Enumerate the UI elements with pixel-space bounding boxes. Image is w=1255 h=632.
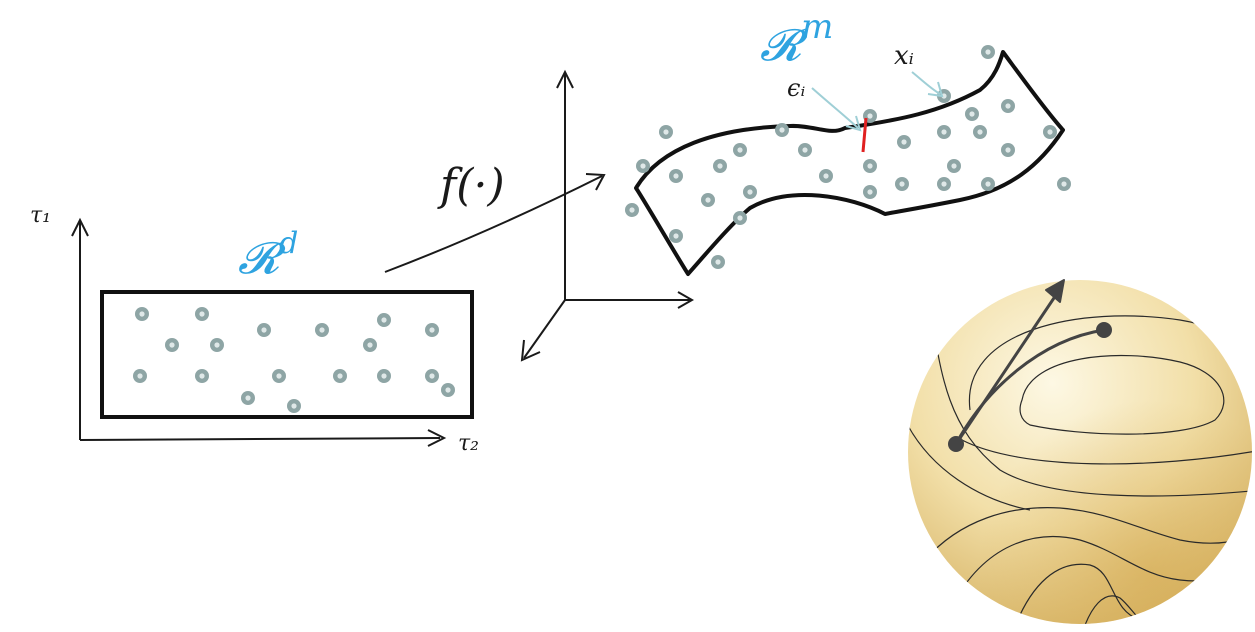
latent-points	[133, 307, 455, 413]
latent-point-center	[445, 387, 451, 393]
manifold-point-center	[705, 197, 711, 203]
manifold-point-center	[663, 129, 669, 135]
manifold-point-center	[802, 147, 808, 153]
manifold-point-center	[985, 181, 991, 187]
manifold-point-center	[941, 181, 947, 187]
manifold-surface	[634, 50, 1065, 276]
manifold-point-center	[717, 163, 723, 169]
manifold-point-center	[899, 181, 905, 187]
sphere-point-end	[1096, 322, 1112, 338]
ambient-space-label: 𝓡m	[760, 7, 833, 71]
axis-label-tau2: τ₂	[458, 431, 479, 456]
manifold-point-center	[867, 113, 873, 119]
manifold-point-center	[867, 189, 873, 195]
manifold-point-center	[673, 233, 679, 239]
tangent-vector	[954, 291, 1060, 445]
manifold-point-center	[977, 129, 983, 135]
mapping-label: f(·)	[437, 160, 505, 211]
manifold-point-center	[1061, 181, 1067, 187]
latent-space-label: 𝓡d	[238, 226, 298, 284]
manifold-points	[625, 45, 1071, 269]
noise-pointer	[811, 87, 859, 129]
manifold-point-center	[779, 127, 785, 133]
latent-point-center	[319, 327, 325, 333]
latent-domain-box	[100, 290, 474, 419]
sphere	[908, 279, 1252, 624]
sphere-point-start	[948, 436, 964, 452]
latent-point-center	[381, 373, 387, 379]
latent-point-center	[276, 373, 282, 379]
latent-point-center	[337, 373, 343, 379]
manifold-point-center	[640, 163, 646, 169]
manifold-point-center	[941, 93, 947, 99]
latent-axes	[71, 217, 447, 447]
latent-point-center	[429, 327, 435, 333]
manifold-point-center	[737, 147, 743, 153]
latent-point-center	[245, 395, 251, 401]
manifold-point-center	[823, 173, 829, 179]
latent-point-center	[137, 373, 143, 379]
latent-point-center	[214, 342, 220, 348]
manifold-point-center	[673, 173, 679, 179]
manifold-point-center	[969, 111, 975, 117]
manifold-point-center	[1005, 147, 1011, 153]
manifold-point-center	[747, 189, 753, 195]
latent-point-center	[367, 342, 373, 348]
manifold-point-center	[951, 163, 957, 169]
latent-point-center	[381, 317, 387, 323]
noise-label: ϵᵢ	[787, 74, 805, 102]
manifold-point-center	[985, 49, 991, 55]
latent-point-center	[429, 373, 435, 379]
manifold-point-center	[941, 129, 947, 135]
latent-point-center	[139, 311, 145, 317]
sample-label: xᵢ	[894, 41, 914, 71]
manifold-point-center	[737, 215, 743, 221]
manifold-point-center	[1005, 103, 1011, 109]
latent-point-center	[169, 342, 175, 348]
manifold-point-center	[901, 139, 907, 145]
tangent-vector-head	[1045, 279, 1065, 303]
manifold-point-center	[629, 207, 635, 213]
noise-pointer-head	[845, 115, 862, 132]
latent-point-center	[199, 311, 205, 317]
latent-point-center	[261, 327, 267, 333]
manifold-point-center	[1047, 129, 1053, 135]
latent-point-center	[291, 403, 297, 409]
ambient-axes	[520, 69, 695, 362]
manifold-point-center	[715, 259, 721, 265]
sample-pointer-head	[927, 81, 944, 98]
axis-label-tau1: τ₁	[30, 203, 51, 228]
sample-pointer	[911, 71, 941, 95]
latent-point-center	[199, 373, 205, 379]
noise-mark	[861, 117, 868, 153]
manifold-point-center	[867, 163, 873, 169]
mapping-arrow	[384, 173, 606, 273]
